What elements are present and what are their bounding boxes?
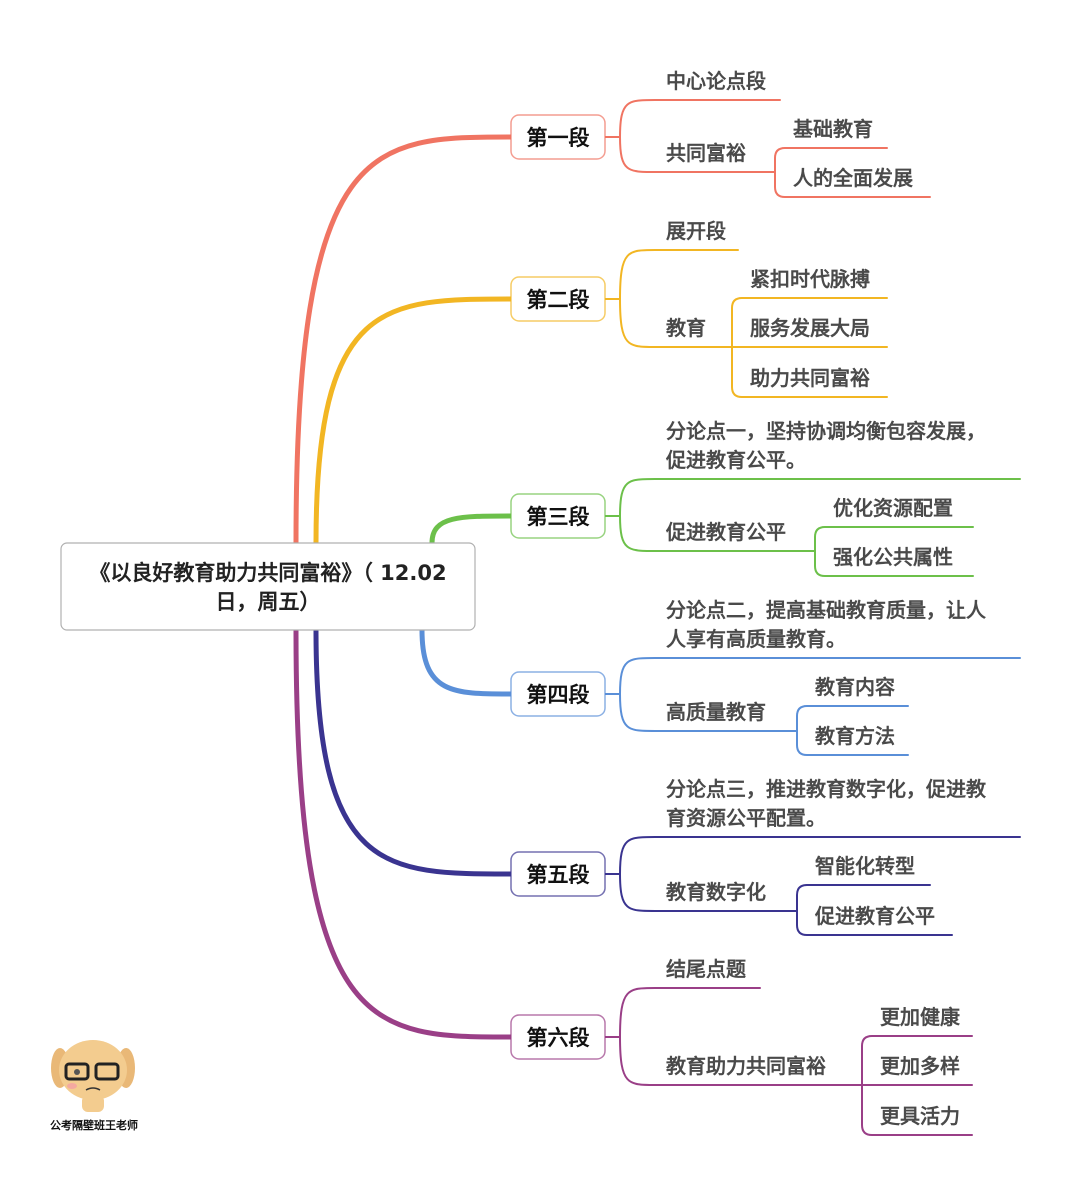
child-label[interactable]: 强化公共属性 xyxy=(833,545,953,569)
child-label[interactable]: 更加健康 xyxy=(880,1005,961,1029)
topic-branch-line xyxy=(619,987,761,1038)
child-label[interactable]: 优化资源配置 xyxy=(833,496,953,520)
topic-label[interactable]: 高质量教育 xyxy=(666,700,766,724)
topic-label[interactable]: 育资源公平配置。 xyxy=(666,806,826,830)
child-label[interactable]: 更加多样 xyxy=(880,1054,960,1078)
child-branch-line xyxy=(796,705,909,732)
child-branch-line xyxy=(774,147,888,173)
topic-label[interactable]: 分论点一，坚持协调均衡包容发展， xyxy=(666,419,986,443)
section-node[interactable]: 第六段 xyxy=(510,1014,606,1060)
child-label[interactable]: 教育内容 xyxy=(815,675,895,699)
section-label: 第二段 xyxy=(527,288,590,312)
topic-label[interactable]: 展开段 xyxy=(666,219,726,243)
child-branch-line xyxy=(861,1084,973,1136)
child-label[interactable]: 更具活力 xyxy=(880,1104,960,1128)
topic-branch-line xyxy=(619,249,739,300)
child-branch-line xyxy=(774,171,931,198)
root-branch-line xyxy=(313,627,514,877)
child-label[interactable]: 促进教育公平 xyxy=(814,904,935,928)
child-branch-line xyxy=(796,730,909,756)
child-label[interactable]: 智能化转型 xyxy=(815,854,915,878)
section-node[interactable]: 第五段 xyxy=(510,851,606,897)
branch-lines xyxy=(293,99,1021,1136)
root-branch-line xyxy=(293,134,514,546)
watermark-text: 公考隔壁班王老师 xyxy=(50,1118,138,1132)
topic-label[interactable]: 分论点二，提高基础教育质量，让人 xyxy=(666,598,987,622)
child-branch-line xyxy=(796,910,953,936)
topic-label[interactable]: 共同富裕 xyxy=(666,141,746,165)
section-label: 第一段 xyxy=(527,126,590,150)
section-label: 第六段 xyxy=(527,1026,590,1050)
child-branch-line xyxy=(731,346,888,398)
child-branch-line xyxy=(796,884,931,912)
section-label: 第五段 xyxy=(527,863,590,887)
topic-branch-line xyxy=(619,478,1021,517)
topic-label[interactable]: 教育数字化 xyxy=(666,880,766,904)
topic-label[interactable]: 教育 xyxy=(666,316,706,340)
topic-label[interactable]: 教育助力共同富裕 xyxy=(666,1054,826,1078)
topic-label[interactable]: 促进教育公平 xyxy=(665,520,786,544)
root-title-line-2: 日，周五） xyxy=(216,590,321,614)
root-branch-line xyxy=(429,513,514,546)
topic-label[interactable]: 人享有高质量教育。 xyxy=(666,627,846,651)
child-label[interactable]: 人的全面发展 xyxy=(793,166,913,190)
topic-label[interactable]: 结尾点题 xyxy=(666,957,747,981)
child-label[interactable]: 教育方法 xyxy=(815,724,895,748)
topic-branch-line xyxy=(619,873,798,912)
child-branch-line xyxy=(731,297,888,348)
topic-branch-line xyxy=(619,136,776,173)
dog-mascot-icon xyxy=(51,1040,135,1112)
topic-branch-line xyxy=(619,298,733,348)
topic-branch-line xyxy=(619,657,1021,695)
section-label: 第三段 xyxy=(527,505,590,529)
topic-branch-line xyxy=(619,1036,863,1086)
topic-branch-line xyxy=(619,836,1021,875)
topic-branch-line xyxy=(619,515,816,552)
root-branch-line xyxy=(293,627,514,1040)
section-label: 第四段 xyxy=(527,683,590,707)
section-node[interactable]: 第四段 xyxy=(510,671,606,717)
child-label[interactable]: 紧扣时代脉搏 xyxy=(750,267,870,291)
root-branch-line xyxy=(419,627,514,697)
root-branch-line xyxy=(313,296,514,546)
root-node[interactable]: 《以良好教育助力共同富裕》（ 12.02 日，周五） xyxy=(60,542,476,631)
section-node[interactable]: 第一段 xyxy=(510,114,606,160)
section-node[interactable]: 第二段 xyxy=(510,276,606,322)
child-branch-line xyxy=(814,550,974,577)
root-title-line-1: 《以良好教育助力共同富裕》（ 12.02 xyxy=(89,561,446,585)
child-branch-line xyxy=(814,526,974,552)
watermark-logo: 公考隔壁班王老师 xyxy=(50,1040,138,1132)
child-branch-line xyxy=(861,1035,973,1086)
child-label[interactable]: 助力共同富裕 xyxy=(750,366,870,390)
topic-label[interactable]: 中心论点段 xyxy=(666,69,766,93)
section-node[interactable]: 第三段 xyxy=(510,493,606,539)
topic-branch-line xyxy=(619,693,798,732)
topic-label[interactable]: 促进教育公平。 xyxy=(665,448,806,472)
topic-label[interactable]: 分论点三，推进教育数字化，促进教 xyxy=(666,777,987,801)
child-label[interactable]: 服务发展大局 xyxy=(750,316,870,340)
topic-branch-line xyxy=(619,99,781,138)
child-label[interactable]: 基础教育 xyxy=(793,117,873,141)
